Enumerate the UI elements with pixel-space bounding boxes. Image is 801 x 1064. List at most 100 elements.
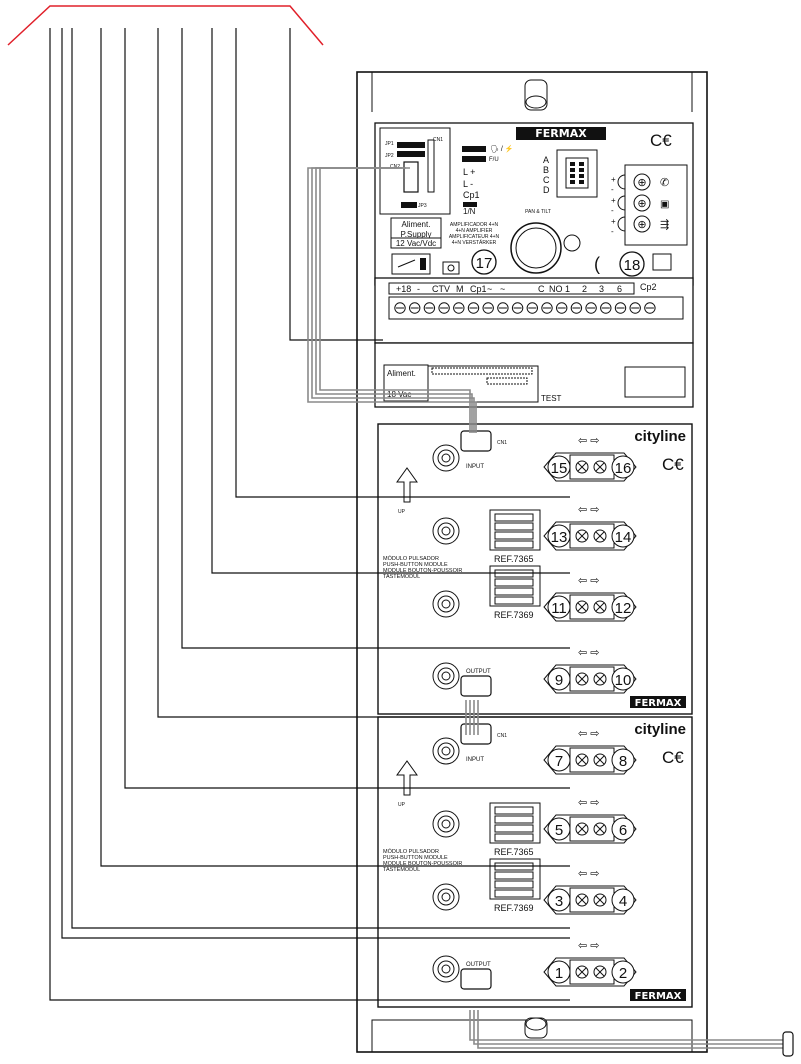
abcd-b: B xyxy=(543,165,549,175)
supply-label-2: P.Supply xyxy=(401,230,432,239)
housing-hole-top xyxy=(525,95,547,109)
jp2-label: JP2 xyxy=(385,153,394,159)
terminal-number: 16 xyxy=(615,460,632,477)
volume-adjusters: ⊕ ⊕ ⊕ +- +- +- xyxy=(611,173,651,236)
amp-screw-terminals xyxy=(394,302,656,314)
input-connector xyxy=(460,723,492,745)
up-arrow-icon xyxy=(396,760,418,796)
svg-text:+: + xyxy=(611,196,616,205)
door-icon: ⇶ xyxy=(660,218,669,231)
up-label: UP xyxy=(398,509,406,515)
terminal-block: 13 14 ⇦ ⇨ xyxy=(543,504,637,551)
arrow-left-right-icon: ⇦ ⇨ xyxy=(578,504,600,516)
svg-text:+: + xyxy=(611,217,616,226)
module-brand: cityline xyxy=(634,721,686,738)
terminal-block: 5 6 ⇦ ⇨ xyxy=(543,797,637,844)
module-name-0: MÓDULO PULSADOR xyxy=(383,848,439,855)
up-label: UP xyxy=(398,802,406,808)
ribbon-cable xyxy=(307,167,785,1049)
test-label: TEST xyxy=(541,394,562,403)
amp-terminal-label-11: 2 xyxy=(582,284,587,294)
terminal-number: 13 xyxy=(551,529,568,546)
cp2-label: Cp2 xyxy=(640,282,657,292)
ce-mark: C€ xyxy=(650,131,672,150)
abcd-c: C xyxy=(543,175,550,185)
amp-terminal-label-5: Cp1 xyxy=(470,284,487,294)
terminal-number: 1 xyxy=(555,965,563,982)
arrow-left-right-icon: ⇦ ⇨ xyxy=(578,575,600,587)
module-cn1-label: CN1 xyxy=(497,733,507,739)
module-footer-logo: FERMAX xyxy=(635,698,682,709)
wire xyxy=(49,28,570,1001)
fu-label: F/U xyxy=(489,157,499,163)
wire xyxy=(157,28,570,718)
wire xyxy=(124,28,570,789)
badge-17-label: 17 xyxy=(476,255,493,272)
module-name-1: PUSH-BUTTON MODULE xyxy=(383,562,448,568)
input-label: INPUT xyxy=(466,464,484,470)
amp-name-es: AMPLIFICADOR 4+N xyxy=(450,222,499,228)
supply-label-1: Aliment. xyxy=(402,220,431,229)
amp-terminal-label-6: ~ xyxy=(487,284,492,294)
amp-name-fr: AMPLIFICATEUR 4+N xyxy=(449,234,500,240)
terminal-block: 15 16 ⇦ ⇨ xyxy=(543,435,637,482)
module-name-2: MODULE BOUTON-POUSSOIR xyxy=(383,861,462,867)
terminal-number: 5 xyxy=(555,822,563,839)
arrow-left-right-icon: ⇦ ⇨ xyxy=(578,940,600,952)
ref-label-1: REF.7365 xyxy=(494,554,534,564)
amp-name-de: 4+N VERSTÄRKER xyxy=(452,239,497,246)
output-connector xyxy=(460,968,492,990)
svg-text:⊕: ⊕ xyxy=(637,219,646,231)
wire xyxy=(71,28,570,929)
supply-label-3: 12 Vac/Vdc xyxy=(396,239,436,248)
svg-text:⊕: ⊕ xyxy=(637,177,646,189)
terminal-number: 6 xyxy=(619,822,627,839)
abcd-d: D xyxy=(543,185,550,195)
module-footer-logo: FERMAX xyxy=(635,991,682,1002)
terminal-number: 12 xyxy=(615,600,632,617)
amp-terminal-label-12: 3 xyxy=(599,284,604,294)
one-n-label: 1/N xyxy=(463,207,476,216)
speaker-icon: 🗣 / ⚡ xyxy=(490,144,513,153)
badge-18 xyxy=(619,251,645,277)
module-ce-mark: C€ xyxy=(662,748,684,767)
badge-17 xyxy=(471,249,497,275)
cn1-amp-label: CN1 xyxy=(433,137,443,143)
amp-terminal-label-1: - xyxy=(417,284,420,294)
housing-hole-bottom xyxy=(525,1017,547,1031)
amp-terminal-label-13: 6 xyxy=(617,284,622,294)
output-label: OUTPUT xyxy=(466,669,491,675)
terminal-number: 15 xyxy=(551,460,568,477)
terminal-number: 4 xyxy=(619,893,627,910)
arrow-left-right-icon: ⇦ ⇨ xyxy=(578,647,600,659)
arrow-left-right-icon: ⇦ ⇨ xyxy=(578,728,600,740)
terminal-number: 14 xyxy=(615,529,632,546)
pan-tilt-label: PAN & TILT xyxy=(525,209,551,215)
amp-terminal-label-7: ~ xyxy=(500,284,505,294)
amp-terminal-label-8: C xyxy=(538,284,545,294)
output-connector xyxy=(460,675,492,697)
badge-18-label: 18 xyxy=(624,257,641,274)
wire xyxy=(289,28,383,341)
arrow-left-right-icon: ⇦ ⇨ xyxy=(578,868,600,880)
arrow-left-right-icon: ⇦ ⇨ xyxy=(578,797,600,809)
arrow-left-right-icon: ⇦ ⇨ xyxy=(578,435,600,447)
supply-bottom-label-1: Aliment. xyxy=(387,369,416,378)
terminal-number: 11 xyxy=(551,600,567,617)
amp-terminal-label-2: CT xyxy=(432,284,444,294)
wire xyxy=(100,28,570,867)
module-name-3: TASTEMODUL xyxy=(383,574,420,580)
cable-bundle-outline xyxy=(7,5,324,46)
wire xyxy=(61,28,570,939)
amp-name-en: 4+N AMPLIFIER xyxy=(456,228,493,234)
module-ce-mark: C€ xyxy=(662,455,684,474)
output-label: OUTPUT xyxy=(466,962,491,968)
terminal-number: 8 xyxy=(619,753,627,770)
terminal-number: 2 xyxy=(619,965,627,982)
svg-text:+: + xyxy=(611,175,616,184)
wires xyxy=(49,28,794,1057)
